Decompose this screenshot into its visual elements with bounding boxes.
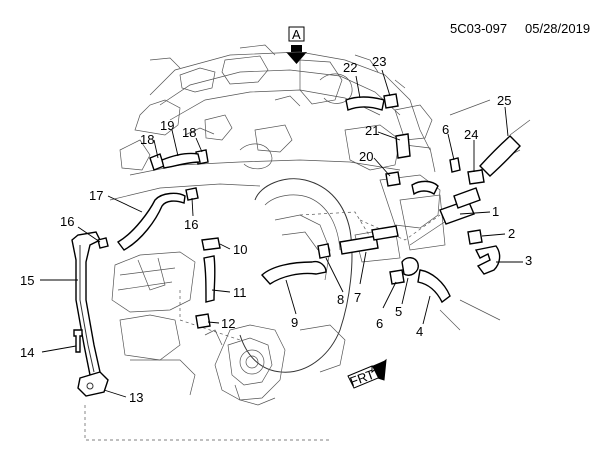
- callout-labels: 1 2 3 4 5 6 7 8 9 10 11 12 13 14 15 16 1…: [20, 54, 532, 405]
- callout-14: 14: [20, 345, 34, 360]
- engine-block-linework: [84, 44, 531, 441]
- callout-18b: 18: [182, 125, 196, 140]
- callout-10: 10: [233, 242, 247, 257]
- callout-19: 19: [160, 118, 174, 133]
- front-direction-marker: FRT: [347, 358, 387, 390]
- callout-23: 23: [372, 54, 386, 69]
- callout-16: 16: [60, 214, 74, 229]
- callout-11: 11: [233, 285, 247, 300]
- callout-5: 5: [395, 304, 402, 319]
- callout-leader-lines: [40, 69, 523, 398]
- callout-25: 25: [497, 93, 511, 108]
- callout-9: 9: [291, 315, 298, 330]
- highlighted-parts: [71, 93, 521, 397]
- callout-24: 24: [464, 127, 478, 142]
- callout-22: 22: [343, 60, 357, 75]
- document-id: 5C03-097: [450, 21, 507, 36]
- callout-12: 12: [221, 316, 235, 331]
- view-a-marker: A: [286, 26, 307, 64]
- callout-13: 13: [129, 390, 143, 405]
- callout-1: 1: [492, 204, 499, 219]
- callout-2: 2: [508, 226, 515, 241]
- callout-6b: 6: [442, 122, 449, 137]
- callout-20: 20: [359, 149, 373, 164]
- svg-text:A: A: [292, 27, 301, 42]
- callout-21: 21: [365, 123, 379, 138]
- callout-15: 15: [20, 273, 34, 288]
- callout-8: 8: [337, 292, 344, 307]
- callout-18: 18: [140, 132, 154, 147]
- callout-4: 4: [416, 324, 423, 339]
- callout-17: 17: [89, 188, 103, 203]
- callout-6: 6: [376, 316, 383, 331]
- callout-16b: 16: [184, 217, 198, 232]
- callout-7: 7: [354, 290, 361, 305]
- svg-text:FRT: FRT: [348, 367, 377, 390]
- document-date: 05/28/2019: [525, 21, 590, 36]
- callout-3: 3: [525, 253, 532, 268]
